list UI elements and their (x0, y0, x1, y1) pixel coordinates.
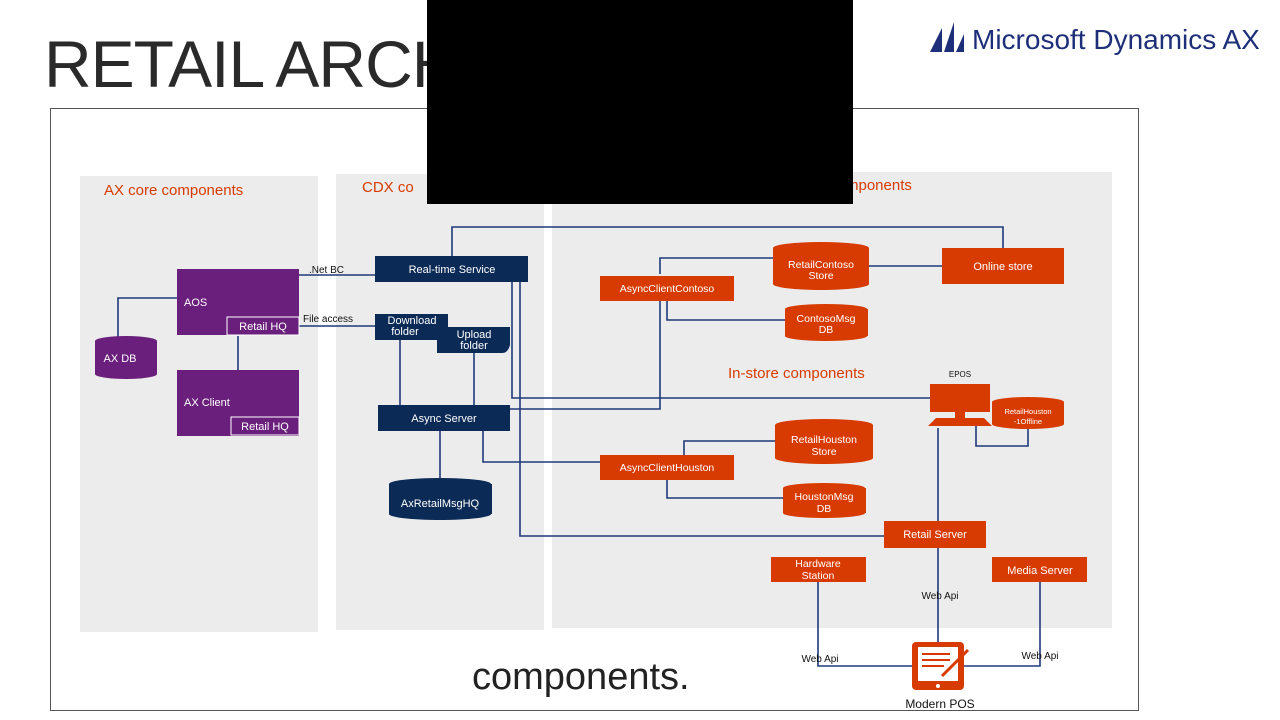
async-client-contoso-box (600, 276, 734, 301)
hardware-station-label-2: Station (802, 570, 835, 582)
upload-folder-label-2: folder (460, 340, 488, 352)
houston-msg-line (666, 480, 783, 499)
bottom-caption: components. (472, 656, 690, 698)
retail-houston-store-label-1: RetailHouston (791, 434, 857, 446)
retail-houston-offline-label-2: -1Offline (1014, 417, 1042, 426)
modern-pos-label: Modern POS (905, 697, 974, 711)
modern-pos-tablet-icon (912, 642, 970, 690)
dynamics-logo-icon (930, 22, 964, 52)
retail-houston-store-cylinder (775, 419, 873, 464)
retail-houston-store-label-2: Store (811, 446, 836, 458)
realtime-online-line (451, 226, 1004, 256)
realtime-service-box (375, 256, 528, 282)
houston-msg-db-label-1: HoustonMsg (795, 491, 854, 503)
web-api-center-label: Web Api (921, 591, 958, 602)
online-store-box (942, 248, 1064, 284)
aos-axdb-line (117, 297, 178, 343)
houston-msg-db-cylinder (783, 483, 866, 518)
async-client-contoso-label: AsyncClientContoso (620, 283, 715, 295)
retail-contoso-store-label-1: RetailContoso (788, 259, 854, 271)
web-api-left-label: Web Api (801, 654, 838, 665)
media-pos-line (964, 582, 1041, 667)
realtime-retailserver-line (519, 282, 886, 537)
upload-folder-shape (437, 327, 510, 353)
contoso-msg-db-cylinder (785, 304, 868, 341)
ax-db-label: AX DB (103, 353, 136, 365)
aos-retail-hq-label: Retail HQ (239, 321, 287, 333)
aos-retail-hq-box (226, 316, 300, 336)
online-heading: mponents (846, 177, 912, 194)
download-folder-shape (375, 314, 448, 340)
epos-offline-line (975, 420, 1029, 447)
async-client-houston-box (600, 455, 734, 480)
ax-client-retail-hq-label: Retail HQ (241, 421, 289, 433)
contoso-msg-db-label-2: DB (819, 324, 834, 336)
realtime-epos-line (511, 282, 930, 399)
async-client-houston-label: AsyncClientHouston (620, 462, 715, 474)
hardware-pos-line (817, 582, 912, 667)
download-folder-label-2: folder (391, 326, 419, 338)
cdx-heading: CDX co (362, 179, 414, 196)
connector-lines (117, 226, 1041, 667)
download-folder-label-1: Download (388, 315, 437, 327)
media-server-box (992, 557, 1087, 582)
file-access-label: File access (303, 314, 353, 325)
microsoft-dynamics-logo (930, 22, 964, 52)
hardware-station-label-1: Hardware (795, 558, 841, 570)
async-houston-line (482, 431, 601, 463)
retail-houston-offline-cylinder (992, 397, 1064, 429)
cdx-section (336, 174, 544, 630)
houston-msg-db-label-2: DB (817, 503, 832, 515)
aos-label: AOS (184, 297, 207, 309)
upload-folder-label-1: Upload (457, 329, 492, 341)
in-store-heading: In-store components (728, 365, 865, 382)
net-bc-label: .Net BC (309, 265, 344, 276)
ax-client-retail-hq-box (230, 416, 300, 436)
retail-contoso-store-label-2: Store (808, 270, 833, 282)
ax-db-cylinder (95, 336, 157, 379)
epos-computer-icon (928, 384, 992, 426)
async-contoso-line (510, 286, 661, 410)
realtime-service-label: Real-time Service (409, 264, 496, 276)
retail-houston-offline-label-1: RetailHouston (1004, 407, 1051, 416)
retail-server-box (884, 521, 986, 548)
ax-core-heading: AX core components (104, 182, 243, 199)
contoso-msg-line (666, 300, 785, 321)
web-api-right-label: Web Api (1021, 651, 1058, 662)
black-overlay-box (427, 0, 853, 204)
media-server-label: Media Server (1007, 565, 1073, 577)
houston-store-line (683, 440, 776, 458)
contoso-store-line (659, 257, 774, 274)
epos-label: EPOS (949, 370, 971, 379)
online-store-label: Online store (973, 261, 1032, 273)
ax-retail-msg-hq-label: AxRetailMsgHQ (401, 498, 480, 510)
logo-text: Microsoft Dynamics AX (972, 24, 1260, 55)
ax-client-label: AX Client (184, 397, 230, 409)
retail-server-label: Retail Server (903, 529, 967, 541)
async-server-box (378, 405, 510, 431)
hardware-station-box (771, 557, 866, 582)
slide-title: RETAIL ARCH (44, 27, 459, 101)
retail-contoso-store-cylinder (773, 242, 869, 290)
contoso-msg-db-label-1: ContosoMsg (797, 313, 856, 325)
ax-retail-msg-hq-cylinder (389, 478, 492, 520)
async-server-label: Async Server (411, 413, 477, 425)
